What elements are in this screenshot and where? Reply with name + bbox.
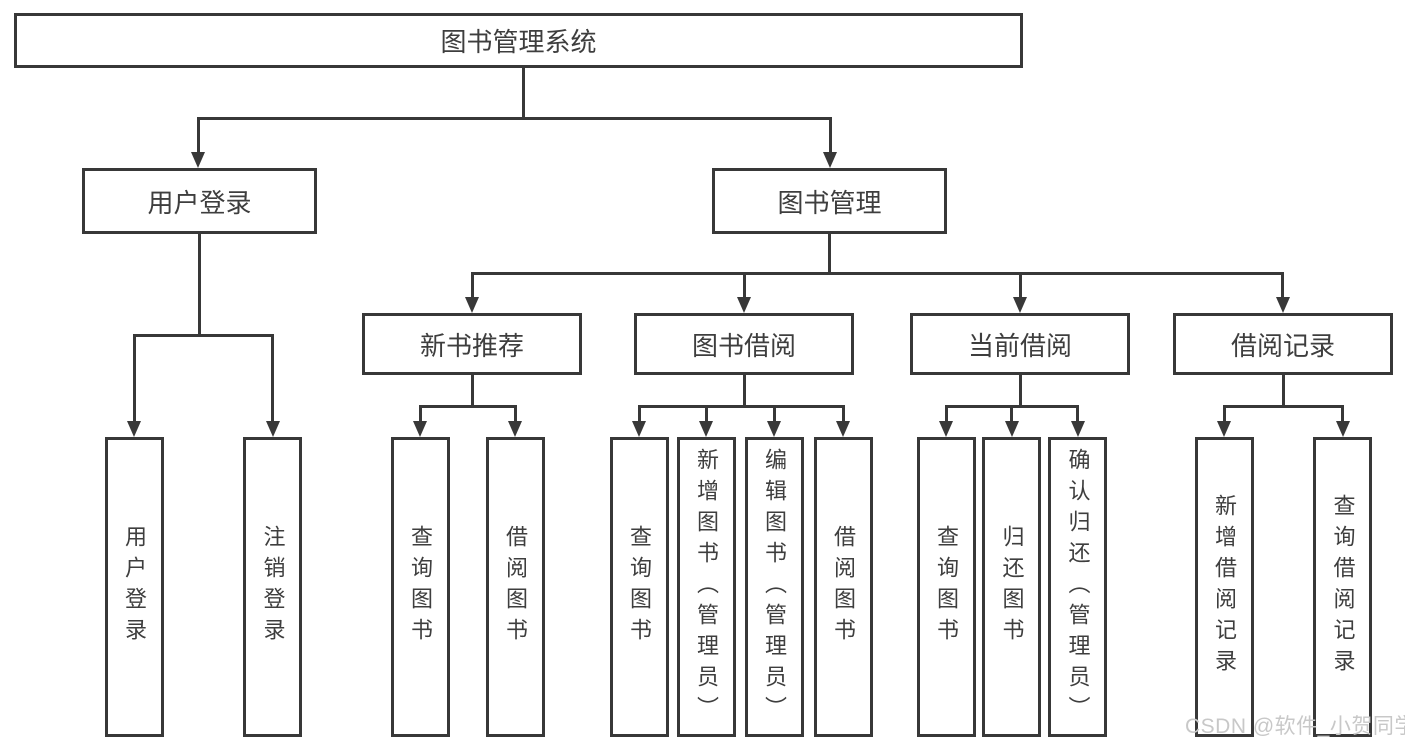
leaf-user-login: 用户登录 xyxy=(104,437,164,737)
connector-stem xyxy=(944,404,948,423)
connector-stem xyxy=(418,404,422,423)
leaf-edit-books-admin: 编辑图书（管理员） xyxy=(744,437,804,737)
connector-branch xyxy=(418,404,517,408)
connector-stem xyxy=(196,116,200,155)
arrowhead-icon xyxy=(699,421,713,437)
connector-stem xyxy=(637,404,641,423)
node-current-borrow: 当前借阅 xyxy=(910,313,1130,375)
arrowhead-icon xyxy=(1013,297,1027,313)
connector-stem xyxy=(1010,404,1013,423)
leaf-return-books: 归还图书 xyxy=(982,437,1041,737)
connector-branch xyxy=(1222,404,1343,408)
arrowhead-icon xyxy=(127,421,141,437)
arrowhead-icon xyxy=(1070,421,1085,437)
arrowhead-icon xyxy=(737,297,751,313)
connector-stub xyxy=(470,375,474,407)
node-root: 图书管理系统 xyxy=(14,13,1023,68)
arrowhead-icon xyxy=(823,152,837,168)
arrowhead-icon xyxy=(465,297,479,313)
connector-stem xyxy=(132,333,136,423)
connector-stem xyxy=(1341,404,1344,423)
leaf-borrow-books-2: 借阅图书 xyxy=(813,437,873,737)
arrowhead-icon xyxy=(508,421,522,437)
arrowhead-icon xyxy=(632,421,646,437)
connector-level3-branch xyxy=(470,271,1284,275)
connector-stem xyxy=(841,404,845,423)
arrowhead-icon xyxy=(1276,297,1290,313)
connector-stub xyxy=(1018,375,1022,407)
connector-stem xyxy=(1018,271,1022,300)
leaf-confirm-return-admin: 确认归还（管理员） xyxy=(1048,437,1107,737)
arrowhead-icon xyxy=(191,152,205,168)
arrowhead-icon xyxy=(265,421,280,437)
connector-book-management-stem xyxy=(828,234,831,274)
connector-stem xyxy=(1222,404,1226,423)
connector-stem xyxy=(742,271,746,300)
node-book-management: 图书管理 xyxy=(712,168,947,234)
leaf-query-books-3: 查询图书 xyxy=(916,437,976,737)
connector-branch xyxy=(637,404,844,408)
connector-stem xyxy=(1076,404,1079,423)
arrowhead-icon xyxy=(1335,421,1350,437)
leaf-add-books-admin: 新增图书（管理员） xyxy=(676,437,736,737)
csdn-watermark: CSDN @软件_小贺同学 xyxy=(1185,715,1405,738)
connector-stem xyxy=(772,404,776,423)
connector-root-stem xyxy=(521,68,525,119)
node-new-book-recommend: 新书推荐 xyxy=(362,313,582,375)
connector-stem xyxy=(470,271,474,300)
arrowhead-icon xyxy=(1217,421,1231,437)
connector-user-login-stem xyxy=(198,233,201,336)
arrowhead-icon xyxy=(413,421,427,437)
node-borrow-records: 借阅记录 xyxy=(1173,313,1393,375)
leaf-query-books-2: 查询图书 xyxy=(609,437,669,737)
connector-stem xyxy=(704,404,708,423)
leaf-add-borrow-record: 新增借阅记录 xyxy=(1194,437,1254,737)
connector-stem xyxy=(828,116,832,155)
leaf-logout: 注销登录 xyxy=(243,437,302,737)
arrowhead-icon xyxy=(836,421,850,437)
arrowhead-icon xyxy=(939,421,953,437)
connector-stem xyxy=(271,333,274,423)
leaf-borrow-books-1: 借阅图书 xyxy=(485,437,545,737)
connector-user-login-branch xyxy=(132,333,274,337)
leaf-query-books-1: 查询图书 xyxy=(390,437,450,737)
connector-stem xyxy=(513,404,517,423)
connector-stem xyxy=(1280,271,1284,300)
connector-stub xyxy=(742,375,746,407)
connector-level2-branch xyxy=(196,116,832,120)
node-book-borrow: 图书借阅 xyxy=(634,313,854,375)
connector-stub xyxy=(1281,375,1285,407)
arrowhead-icon xyxy=(1004,421,1019,437)
arrowhead-icon xyxy=(767,421,781,437)
node-user-login: 用户登录 xyxy=(82,168,317,234)
leaf-query-borrow-record: 查询借阅记录 xyxy=(1313,437,1372,737)
